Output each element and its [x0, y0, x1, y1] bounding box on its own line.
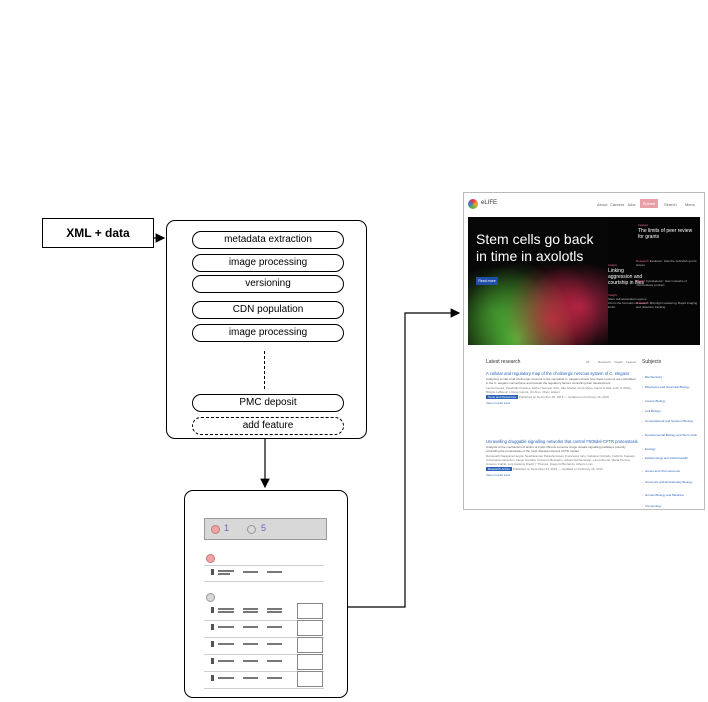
article-dates: Published on December 23, 2015 — Updated…: [512, 467, 603, 471]
article-dates: Published on December 25, 2015 — Updated…: [518, 395, 609, 399]
kicker: Feature: [638, 223, 649, 227]
red-section-dot: [206, 554, 215, 563]
arrow-dashboard-to-website: [347, 308, 461, 608]
nav-jobs[interactable]: Jobs: [627, 202, 636, 207]
side-list-item[interactable]: Research Microlight scattering: Rapid im…: [636, 301, 698, 309]
article-item[interactable]: A cellular and regulatory map of the cho…: [486, 371, 638, 405]
processing-pipeline: metadata extraction image processing ver…: [166, 220, 367, 439]
separator: [204, 671, 324, 672]
separator: [204, 620, 324, 621]
table-row[interactable]: [211, 603, 323, 619]
separator: [204, 654, 324, 655]
grey-count: 5: [261, 523, 267, 533]
website-screenshot: eLIFE About Careers Jobs Submit Search M…: [463, 192, 705, 510]
nav-menu[interactable]: Menu: [685, 202, 696, 207]
subject-item[interactable]: ›Ecology: [642, 447, 656, 451]
step-image-processing: image processing: [192, 254, 344, 272]
table-row[interactable]: [211, 637, 323, 653]
site-name: eLIFE: [481, 200, 498, 206]
subject-item[interactable]: ›Cell Biology: [642, 409, 661, 413]
red-status-dot: [211, 525, 220, 534]
step-metadata-extraction: metadata extraction: [192, 231, 344, 249]
nav-about[interactable]: About: [597, 202, 608, 207]
row-action-button[interactable]: [297, 654, 323, 670]
kicker: Insight: [608, 293, 617, 297]
subject-item[interactable]: ›Developmental Biology and Stem Cells: [642, 433, 697, 437]
table-row[interactable]: [211, 569, 323, 578]
subject-item[interactable]: ›Immunology: [642, 504, 662, 508]
red-count: 1: [224, 523, 230, 533]
step-versioning: versioning: [192, 275, 344, 293]
side-list-item[interactable]: Research Evolution: How the zebrafish go…: [636, 259, 697, 267]
nav-submit-button[interactable]: Submit: [640, 199, 658, 208]
step-add-feature: add feature: [192, 417, 344, 435]
subjects-list: Subjects ›Biochemistry ›Biophysics and S…: [640, 359, 700, 509]
site-nav: eLIFE About Careers Jobs Submit Search M…: [464, 193, 704, 217]
subject-item[interactable]: ›Human Biology and Medicine: [642, 493, 685, 497]
grey-status-dot: [247, 525, 256, 534]
article-type-badge: Tools and Resources: [486, 395, 519, 399]
latest-research-title: Latest research: [486, 359, 521, 365]
hero-image: [468, 217, 608, 345]
read-more-button[interactable]: Read more: [476, 277, 498, 285]
dashboard-header: 1 5: [204, 518, 327, 540]
table-row[interactable]: [211, 654, 323, 670]
subject-item[interactable]: ›Computational and Systems Biology: [642, 419, 694, 423]
tab-insight[interactable]: Insight: [614, 360, 623, 364]
separator: [204, 565, 324, 566]
article-description: Analysis of the mechanism of action of c…: [486, 445, 626, 453]
nav-careers[interactable]: Careers: [610, 202, 625, 207]
dashboard-mockup: 1 5: [184, 490, 348, 698]
grey-section-dot: [206, 593, 215, 602]
step-pmc-deposit: PMC deposit: [192, 394, 344, 412]
pipeline-continuation-line: [264, 351, 265, 389]
separator: [204, 637, 324, 638]
article-type-badge: Research Article: [486, 467, 512, 471]
article-authors: Laura Pereira, Paschalis Kratsios, Esthe…: [486, 386, 632, 394]
nav-search[interactable]: Search: [664, 202, 677, 207]
tab-feature[interactable]: Feature: [626, 360, 637, 364]
subject-item[interactable]: ›Genomics and Evolutionary Biology: [642, 480, 693, 484]
subject-item[interactable]: ›Biochemistry: [642, 375, 663, 379]
xml-data-input: XML + data: [42, 218, 154, 248]
row-action-button[interactable]: [297, 603, 323, 619]
table-row[interactable]: [211, 671, 323, 687]
view-in-lens-link[interactable]: View in eLife Lens: [486, 401, 511, 405]
hero-sidebar: Feature The limits of peer review for gr…: [608, 217, 700, 345]
hero-title[interactable]: Stem cells go back in time in axolotls: [476, 231, 594, 264]
subject-item[interactable]: ›Biophysics and Structural Biology: [642, 385, 690, 389]
side-list-item[interactable]: Insight Cytoskeleton: How networks of mi…: [636, 279, 687, 287]
separator: [204, 581, 324, 582]
tab-research[interactable]: Research: [598, 360, 611, 364]
table-row[interactable]: [211, 620, 323, 636]
step-image-processing-2: image processing: [192, 324, 344, 342]
subject-item[interactable]: ›Genes and Chromosomes: [642, 469, 681, 473]
row-action-button[interactable]: [297, 671, 323, 687]
article-authors: Ramanath Narayana Hegde, Seetharaman Par…: [486, 454, 636, 466]
article-title[interactable]: A cellular and regulatory map of the cho…: [486, 371, 630, 376]
elife-logo-icon: [468, 199, 478, 209]
row-action-button[interactable]: [297, 637, 323, 653]
hero-banner: Stem cells go back in time in axolotls R…: [468, 217, 700, 345]
subject-item[interactable]: ›Cancer Biology: [642, 399, 666, 403]
feature-text: Linking aggression and courtship in flie…: [608, 268, 644, 286]
subject-item[interactable]: ›Epidemiology and Global Health: [642, 456, 688, 460]
latest-research: Latest research All Research Insight Fea…: [486, 359, 638, 509]
view-in-lens-link[interactable]: View in eLife Lens: [486, 473, 511, 477]
kicker: Insight: [608, 263, 617, 267]
subjects-title: Subjects: [642, 359, 662, 365]
feature-text: The limits of peer review for grants: [638, 228, 693, 240]
tab-all[interactable]: All: [586, 360, 590, 364]
separator: [204, 688, 324, 689]
feature-text: Stem cell-associated regions inform the …: [608, 297, 648, 309]
article-item[interactable]: Unravelling druggable signalling network…: [486, 439, 638, 477]
row-action-button[interactable]: [297, 620, 323, 636]
step-cdn-population: CDN population: [192, 301, 344, 319]
article-title[interactable]: Unravelling druggable signalling network…: [486, 439, 638, 444]
article-description: Analyzing a map of all cholinergic neuro…: [486, 377, 636, 385]
